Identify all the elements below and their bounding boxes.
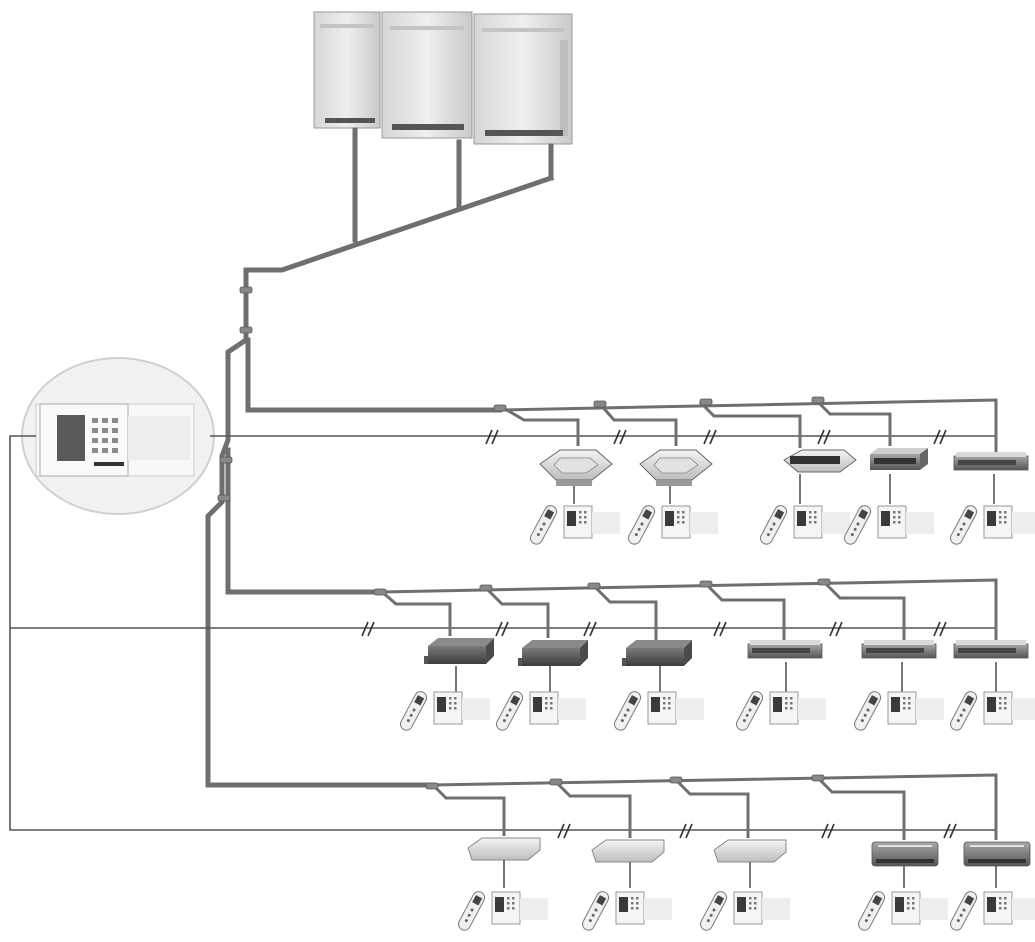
controls-r2-4 — [733, 689, 827, 733]
controls-r3-3 — [697, 889, 791, 933]
indoor-unit-ducted — [870, 448, 928, 470]
indoor-unit-cassette-2 — [639, 449, 713, 487]
indoor-unit-ducted-3 — [622, 640, 692, 666]
indoor-unit-slim-duct-3 — [953, 639, 1029, 659]
controls-r3-4 — [855, 889, 949, 933]
controls-r2-3 — [611, 689, 705, 733]
indoor-unit-ducted-2 — [518, 640, 588, 666]
controls-r1-3 — [757, 503, 851, 547]
indoor-unit-ceiling-3 — [713, 839, 787, 863]
refrigerant-pipes — [205, 127, 555, 788]
controls-r2-6 — [947, 689, 1035, 733]
indoor-unit-slim-cassette — [783, 449, 857, 473]
controls-r1-5 — [947, 503, 1035, 547]
central-controller — [21, 357, 215, 515]
branch-row-3 — [425, 773, 1035, 933]
controls-r1-1 — [527, 503, 621, 547]
indoor-unit-slim-duct-2 — [861, 639, 937, 659]
controls-r1-4 — [841, 503, 935, 547]
indoor-unit-wall-1 — [871, 841, 939, 867]
indoor-unit-ceiling-1 — [467, 837, 541, 861]
branch-row-2 — [373, 578, 1035, 733]
controls-r2-5 — [851, 689, 945, 733]
controls-r2-1 — [397, 689, 491, 733]
indoor-unit-slim-duct — [953, 451, 1029, 471]
indoor-unit-slim-duct-1 — [747, 639, 823, 659]
controls-r3-2 — [579, 889, 673, 933]
outdoor-units — [313, 11, 573, 145]
outdoor-unit-2 — [381, 11, 473, 139]
wire-breaks — [361, 429, 957, 839]
controls-r3-1 — [455, 889, 549, 933]
controls-r3-5 — [947, 889, 1035, 933]
outdoor-unit-3 — [473, 13, 573, 145]
indoor-unit-ceiling-2 — [591, 839, 665, 863]
indoor-unit-wall-2 — [963, 841, 1031, 867]
branch-row-1 — [493, 396, 1035, 547]
controls-r1-2 — [625, 503, 719, 547]
indoor-unit-ducted-1 — [424, 638, 494, 664]
indoor-unit-cassette-1 — [539, 449, 613, 487]
outdoor-unit-1 — [313, 11, 381, 129]
controls-r2-2 — [493, 689, 587, 733]
